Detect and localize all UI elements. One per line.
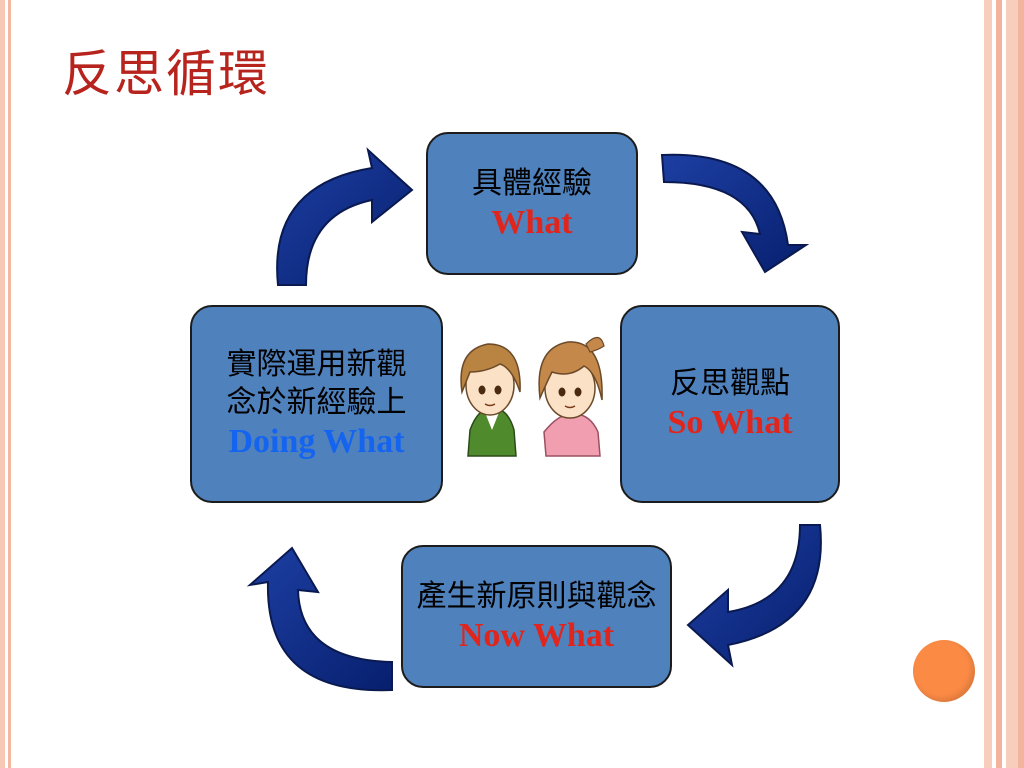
cartoon-people-icon <box>460 336 605 457</box>
slide-title: 反思循環 <box>62 45 270 103</box>
right-frame-stripes <box>978 0 1024 768</box>
curved-arrow-icon <box>246 546 393 692</box>
step-label-zh-line1: 實際運用新觀 <box>226 347 407 382</box>
step-label-zh: 反思觀點 <box>670 366 790 401</box>
accent-dot <box>913 640 975 702</box>
cycle-step-concrete-experience: 具體經驗 What <box>426 132 638 275</box>
step-label-zh: 產生新原則與觀念 <box>416 578 657 614</box>
step-label-en: Doing What <box>228 423 405 460</box>
curved-arrow-icon <box>276 147 414 286</box>
cycle-step-reflective-observation: 反思觀點 So What <box>620 305 840 503</box>
step-label-en: So What <box>667 404 793 441</box>
cycle-step-new-principles: 產生新原則與觀念 Now What <box>401 545 672 688</box>
step-label-en: What <box>491 203 573 241</box>
curved-arrow-icon <box>660 153 810 274</box>
step-label-en: Now What <box>458 616 615 654</box>
step-label-zh-line2: 念於新經驗上 <box>226 385 407 420</box>
cycle-step-active-application: 實際運用新觀 念於新經驗上 Doing What <box>190 305 443 503</box>
step-label-zh: 具體經驗 <box>472 165 592 201</box>
left-frame-stripes <box>0 0 14 768</box>
curved-arrow-icon <box>686 524 822 668</box>
